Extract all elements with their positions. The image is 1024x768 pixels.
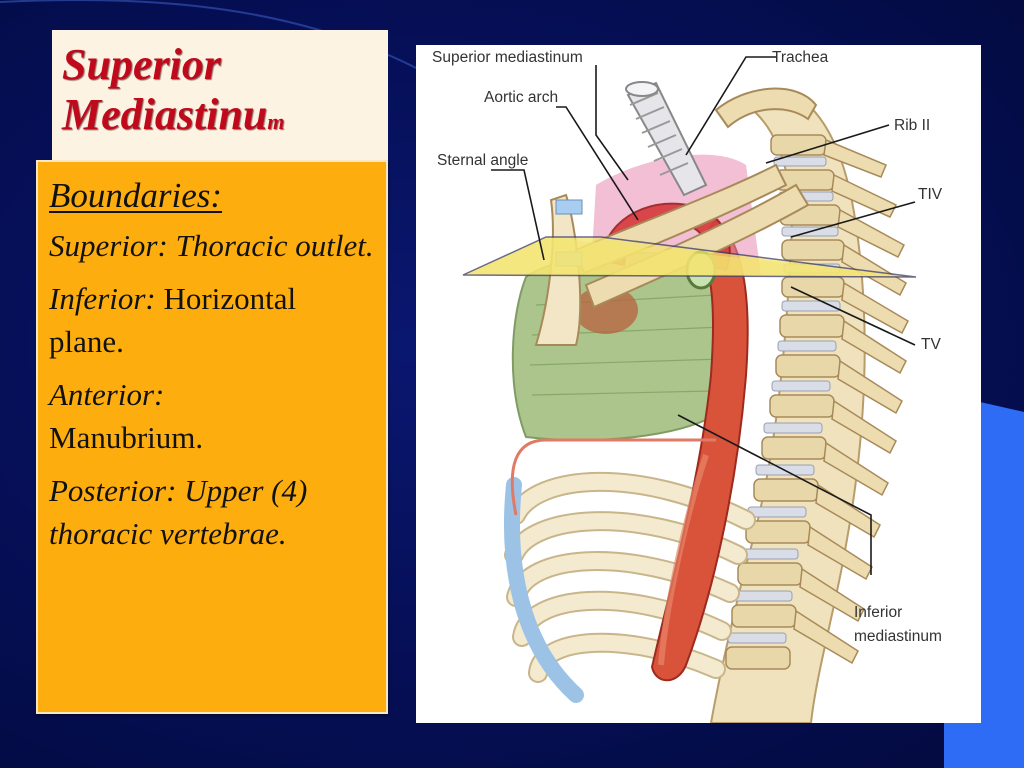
aorta-highlight — [658, 454, 709, 666]
label-leader-lines — [491, 56, 916, 575]
boundary-inferior-key: Inferior: — [49, 281, 156, 316]
boundary-anterior-key: Anterior: — [49, 377, 165, 412]
pericardial-outline — [510, 438, 716, 516]
boundary-anterior: Anterior: Manubrium. — [49, 373, 374, 459]
slide-title-line-2-main: Mediastinu — [62, 90, 268, 139]
corner-blue-shape — [944, 402, 1024, 768]
boundary-superior-value: Thoracic outlet. — [175, 228, 374, 263]
boundary-superior-key: Superior: — [49, 228, 168, 263]
mediastinum-illustration: Superior mediastinum Trachea Aortic arch… — [432, 49, 943, 723]
label-tv: TV — [921, 336, 941, 353]
label-trachea: Trachea — [772, 49, 829, 66]
label-tiv: TIV — [918, 186, 943, 203]
slide-title-line-2: Mediastinum — [62, 90, 378, 147]
horizontal-plane — [462, 236, 917, 278]
label-rib-ii: Rib II — [894, 117, 930, 134]
boundary-superior: Superior: Thoracic outlet. — [49, 224, 374, 267]
trachea-structure — [625, 81, 708, 197]
boundary-inferior: Inferior: Horizontal plane. — [49, 277, 374, 363]
vertebral-column — [709, 93, 909, 723]
boundaries-heading: Boundaries: — [49, 176, 223, 215]
boundary-posterior: Posterior: Upper (4) thoracic vertebrae. — [49, 469, 374, 555]
label-sternal-angle: Sternal angle — [437, 152, 528, 169]
label-superior-mediastinum: Superior mediastinum — [432, 49, 583, 66]
descending-aorta — [650, 218, 749, 682]
boundary-anterior-value: Manubrium. — [49, 420, 204, 455]
slide-title-line-1: Superior — [62, 40, 221, 89]
mediastinum-diagram: Superior mediastinum Trachea Aortic arch… — [416, 45, 981, 723]
slide-title-line-2-tail: m — [267, 109, 285, 134]
boundary-inferior-value: Horizontal plane. — [49, 281, 297, 359]
label-inferior-mediastinum-line-2: mediastinum — [854, 628, 942, 645]
label-aortic-arch: Aortic arch — [484, 89, 558, 106]
boundary-posterior-value: Upper (4) thoracic vertebrae. — [49, 473, 308, 551]
boundaries-box: Boundaries: Superior: Thoracic outlet. I… — [36, 160, 388, 714]
label-inferior-mediastinum-line-1: Inferior — [854, 604, 902, 621]
boundary-posterior-key: Posterior: — [49, 473, 177, 508]
slide-title-box: Superior Mediastinum — [52, 30, 388, 162]
